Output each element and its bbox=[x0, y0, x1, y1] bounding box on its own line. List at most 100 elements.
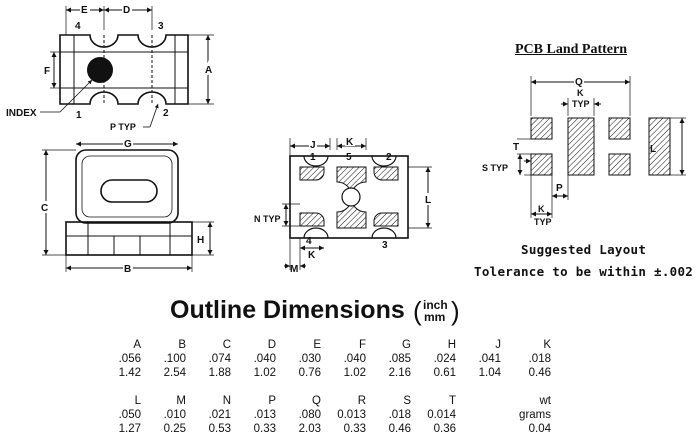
bv-label-L: L bbox=[425, 195, 431, 206]
table-cell: .074 bbox=[208, 353, 231, 365]
table-cell bbox=[456, 408, 501, 422]
table-cell: S bbox=[403, 395, 411, 407]
label-H: H bbox=[197, 235, 204, 246]
table-cell: 0.61 bbox=[433, 367, 456, 379]
table-cell: D bbox=[267, 339, 276, 351]
table-cell: grams bbox=[519, 409, 551, 421]
table-cell: 0.25 bbox=[163, 423, 186, 435]
table-cell: .100 bbox=[163, 353, 186, 365]
pin-2: 2 bbox=[163, 108, 169, 119]
pcb-label-Q: Q bbox=[575, 77, 583, 88]
table-cell: H bbox=[447, 339, 456, 351]
table-cell: 1.88 bbox=[208, 367, 231, 379]
unit-mm: mm bbox=[424, 310, 446, 324]
label-A: A bbox=[205, 65, 212, 76]
outline-title: Outline Dimensions bbox=[170, 296, 405, 324]
side-view: G C H B bbox=[40, 138, 214, 275]
bv-label-M: M bbox=[290, 264, 298, 275]
top-view: E D F A 4 3 1 2 INDEX P TYP bbox=[6, 4, 214, 132]
label-C: C bbox=[41, 203, 48, 214]
table-cell: P bbox=[268, 395, 276, 407]
table-cell: 0.013 bbox=[337, 409, 366, 421]
table-cell: 0.46 bbox=[388, 423, 411, 435]
label-G: G bbox=[124, 139, 132, 150]
table-cell: N bbox=[222, 395, 231, 407]
label-index: INDEX bbox=[6, 108, 37, 119]
table-cell: 1.42 bbox=[118, 367, 141, 379]
table1-headers: A B C D E F G H J K bbox=[96, 338, 551, 352]
table-cell: wt bbox=[539, 395, 552, 407]
dimension-table-1: A B C D E F G H J K .056 .100 .074 .040 … bbox=[96, 338, 551, 380]
table-cell: E bbox=[313, 339, 321, 351]
table-cell: .085 bbox=[388, 353, 411, 365]
bv-label-J: J bbox=[310, 140, 316, 151]
bv-label-K: K bbox=[346, 137, 354, 148]
table-cell: 1.27 bbox=[118, 423, 141, 435]
table-cell: 1.02 bbox=[343, 367, 366, 379]
bv-pin-3: 3 bbox=[382, 240, 388, 251]
table-cell: .010 bbox=[163, 409, 186, 421]
unit-inch: inch bbox=[423, 298, 448, 312]
pin-1: 1 bbox=[76, 110, 82, 121]
bv-label-n-typ: N TYP bbox=[254, 214, 281, 224]
bv-pin-5: 5 bbox=[346, 152, 352, 163]
table-cell: .040 bbox=[343, 353, 366, 365]
table-cell: .041 bbox=[478, 353, 501, 365]
table-cell: K bbox=[543, 339, 551, 351]
label-D: D bbox=[123, 5, 130, 16]
table-cell: 0.014 bbox=[427, 409, 456, 421]
table-cell: 0.33 bbox=[253, 423, 276, 435]
table-cell: 0.76 bbox=[298, 367, 321, 379]
bv-pin-1: 1 bbox=[310, 152, 316, 163]
pcb-label-k2-typ: TYP bbox=[534, 217, 552, 227]
table-cell: .030 bbox=[298, 353, 321, 365]
table-cell: 0.46 bbox=[528, 367, 551, 379]
dimension-table-2: L M N P Q R S T wt .050 .010 .021 .013 .… bbox=[96, 394, 551, 436]
table-cell: L bbox=[134, 395, 141, 407]
bv-pin-4: 4 bbox=[306, 236, 312, 247]
pin-4: 4 bbox=[75, 21, 81, 32]
table-cell: R bbox=[357, 395, 366, 407]
table-cell: .080 bbox=[298, 409, 321, 421]
pcb-land-pattern: Q K TYP T S TYP L P K TYP bbox=[482, 76, 686, 227]
table-cell: T bbox=[448, 395, 456, 407]
pin-3: 3 bbox=[158, 21, 164, 32]
pcb-label-s-typ: S TYP bbox=[482, 163, 508, 173]
pcb-label-T: T bbox=[513, 142, 519, 153]
table1-mm-row: 1.42 2.54 1.88 1.02 0.76 1.02 2.16 0.61 … bbox=[96, 366, 551, 380]
pcb-label-K2: K bbox=[538, 204, 545, 214]
pcb-note-tolerance: Tolerance to be within ±.002 bbox=[474, 264, 694, 279]
table-cell: 1.02 bbox=[253, 367, 276, 379]
table-cell: F bbox=[358, 339, 366, 351]
label-E: E bbox=[81, 5, 88, 16]
table-cell bbox=[456, 394, 501, 408]
pcb-label-K: K bbox=[577, 88, 584, 98]
table-cell: .018 bbox=[528, 353, 551, 365]
table-cell: 2.03 bbox=[298, 423, 321, 435]
bottom-view: 1 5 2 4 3 J K L N TYP K M bbox=[254, 136, 434, 275]
table2-headers: L M N P Q R S T wt bbox=[96, 394, 551, 408]
pcb-label-R: P bbox=[556, 183, 563, 194]
table-cell: .056 bbox=[118, 353, 141, 365]
pcb-title: PCB Land Pattern bbox=[515, 42, 627, 57]
table-cell: .013 bbox=[253, 409, 276, 421]
table-cell: 1.04 bbox=[478, 367, 501, 379]
table-cell: 0.04 bbox=[528, 423, 551, 435]
label-p-typ: P TYP bbox=[110, 122, 136, 132]
table-cell: G bbox=[402, 339, 411, 351]
table-cell: Q bbox=[312, 395, 321, 407]
table-cell: .021 bbox=[208, 409, 231, 421]
pcb-note-suggested: Suggested Layout bbox=[521, 242, 647, 257]
table-cell: 0.36 bbox=[433, 423, 456, 435]
table-cell: .024 bbox=[433, 353, 456, 365]
table-cell: J bbox=[495, 339, 501, 351]
table-cell: .050 bbox=[118, 409, 141, 421]
table2-mm-row: 1.27 0.25 0.53 0.33 2.03 0.33 0.46 0.36 … bbox=[96, 422, 551, 436]
table-cell: C bbox=[222, 339, 231, 351]
table-cell: M bbox=[176, 395, 186, 407]
bv-pin-2: 2 bbox=[386, 152, 392, 163]
table1-inch-row: .056 .100 .074 .040 .030 .040 .085 .024 … bbox=[96, 352, 551, 366]
table-cell bbox=[456, 422, 501, 436]
table-cell: 0.33 bbox=[343, 423, 366, 435]
